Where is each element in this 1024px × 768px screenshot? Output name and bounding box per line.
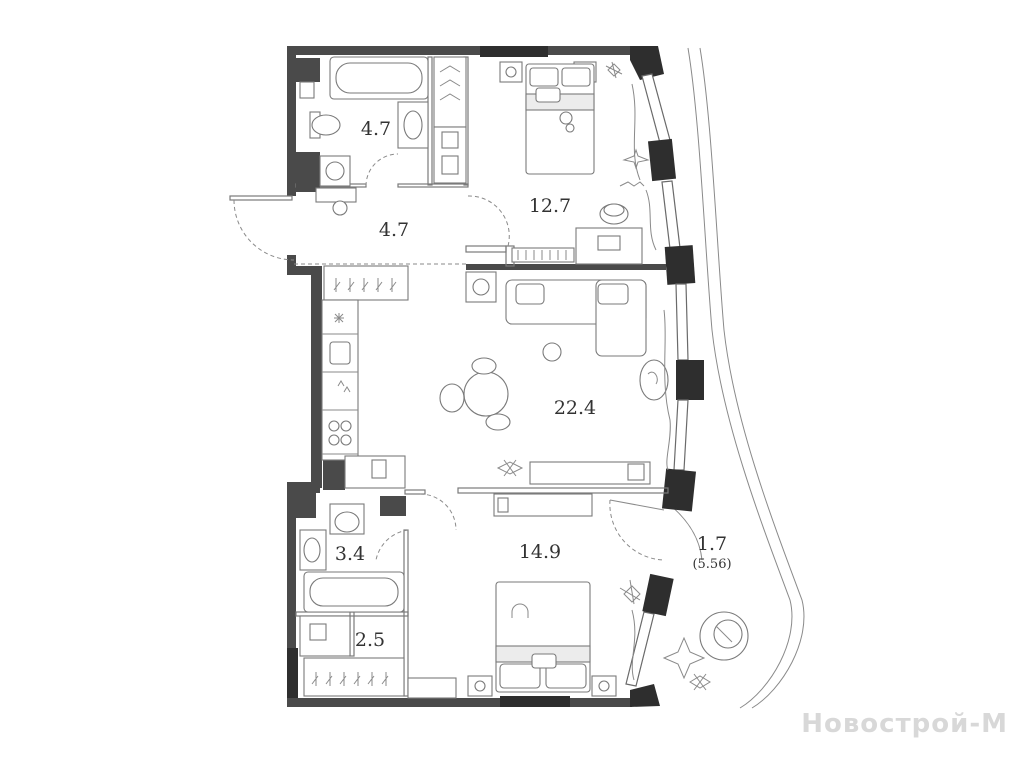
area-label-bedroom-bottom: 14.9 xyxy=(519,541,561,563)
top-bedroom-furniture xyxy=(499,61,657,265)
right-facade-glazing xyxy=(625,73,704,687)
bottom-wardrobe xyxy=(299,615,405,697)
area-label-hall: 4.7 xyxy=(379,219,409,241)
area-label-bedroom-top: 12.7 xyxy=(529,195,571,217)
door-swings xyxy=(233,153,665,561)
bottom-bedroom-furniture xyxy=(407,493,641,699)
kitchen-counter xyxy=(321,299,406,489)
area-labels: 4.7 12.7 4.7 22.4 14.9 3.4 2.5 1.7 (5.56… xyxy=(335,118,732,651)
entrance-wardrobe xyxy=(323,265,409,301)
top-bathroom-fixtures xyxy=(299,56,429,216)
top-wardrobe xyxy=(433,56,467,184)
area-label-bath-top: 4.7 xyxy=(361,118,391,140)
area-label-balcony-full: (5.56) xyxy=(692,557,731,572)
area-label-living: 22.4 xyxy=(554,397,596,419)
exterior-walls xyxy=(287,46,664,707)
area-label-wardrobe: 2.5 xyxy=(355,629,385,651)
area-label-balcony: 1.7 xyxy=(697,533,727,555)
bottom-bathroom-fixtures xyxy=(299,503,405,613)
balcony-furniture xyxy=(662,611,749,691)
living-room-furniture xyxy=(439,271,671,485)
watermark-text: Новострой-М xyxy=(801,709,1008,739)
area-label-bath-bottom: 3.4 xyxy=(335,543,365,565)
